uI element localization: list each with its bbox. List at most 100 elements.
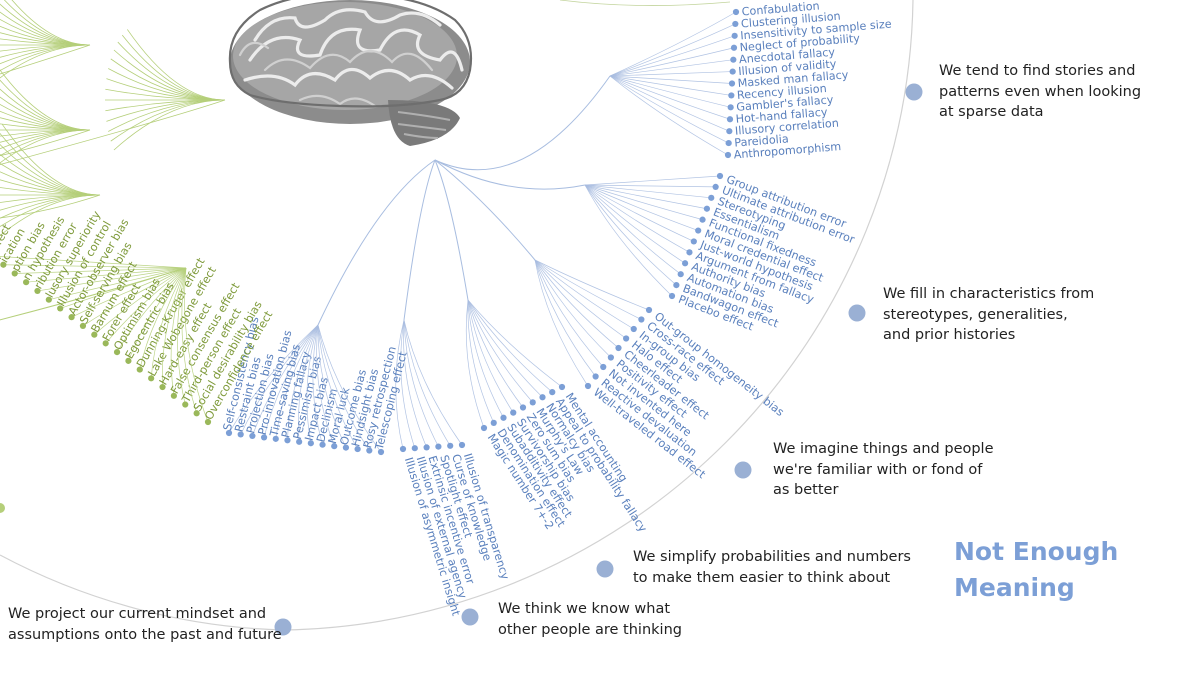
category-title: Not Enough Meaning bbox=[954, 534, 1118, 606]
bias-dot bbox=[170, 392, 177, 399]
fan-branch bbox=[467, 299, 543, 398]
fan-branch bbox=[94, 267, 187, 335]
fan-branch bbox=[306, 324, 319, 444]
bias-dot bbox=[726, 116, 734, 123]
bias-dot bbox=[204, 418, 212, 426]
fan-branch bbox=[312, 324, 323, 445]
note-line: We think we know what bbox=[498, 601, 671, 617]
fan-branch bbox=[263, 324, 319, 438]
fan-branch bbox=[37, 267, 187, 292]
fan-branch bbox=[177, 267, 187, 405]
bias-dot bbox=[411, 445, 418, 452]
note-others: We think we know what other people are t… bbox=[498, 599, 682, 640]
fan-branch bbox=[48, 267, 187, 301]
bias-dot bbox=[284, 437, 291, 444]
green-branch bbox=[110, 58, 226, 101]
bias-dot bbox=[102, 340, 109, 347]
bias-dot bbox=[600, 363, 607, 371]
fan-branch bbox=[609, 75, 731, 120]
green-branch bbox=[0, 79, 91, 131]
bias-dot bbox=[319, 441, 326, 448]
green-branch bbox=[0, 44, 91, 72]
note-line: We simplify probabilities and numbers bbox=[633, 549, 911, 565]
bias-dot bbox=[23, 279, 30, 286]
note-line: We fill in characteristics from bbox=[883, 286, 1095, 302]
node-others bbox=[461, 608, 479, 626]
note-line: assumptions onto the past and future bbox=[8, 626, 282, 643]
green-branch bbox=[0, 194, 101, 237]
bias-dot bbox=[724, 151, 732, 159]
fan-branch bbox=[3, 264, 187, 269]
node-green-partial bbox=[0, 503, 5, 513]
bias-dot bbox=[125, 357, 132, 364]
bias-dot bbox=[708, 194, 715, 201]
fan-branch bbox=[534, 259, 604, 368]
green-trunk bbox=[0, 44, 91, 75]
bias-dot bbox=[549, 389, 556, 396]
fan-branch bbox=[71, 267, 187, 318]
fan-branch bbox=[584, 184, 681, 275]
bias-dot bbox=[307, 440, 314, 447]
fan-branch bbox=[298, 324, 319, 442]
bias-dot bbox=[529, 399, 536, 406]
fan-branch bbox=[128, 267, 187, 361]
fan-branch bbox=[317, 324, 370, 451]
fan-branch bbox=[467, 299, 495, 424]
fan-branch bbox=[609, 75, 732, 96]
fan-branch bbox=[317, 324, 358, 450]
bias-dot bbox=[68, 314, 75, 321]
fan-branch bbox=[609, 75, 731, 108]
bias-dot bbox=[727, 104, 734, 111]
bias-dot bbox=[399, 445, 407, 453]
category-title-line1: Not Enough bbox=[954, 537, 1119, 566]
fan-branch bbox=[467, 299, 563, 388]
bias-dot bbox=[732, 20, 739, 28]
fan-branch bbox=[609, 75, 729, 144]
bias-dot bbox=[519, 404, 527, 411]
bias-dot bbox=[558, 383, 566, 391]
fan-branch bbox=[584, 184, 707, 210]
bias-dot bbox=[732, 8, 740, 16]
bias-dot bbox=[673, 281, 680, 289]
bias-dot bbox=[623, 335, 630, 342]
bias-dot bbox=[638, 316, 645, 323]
fan-trunk bbox=[434, 159, 536, 261]
fan-branch bbox=[609, 23, 736, 77]
fan-branch bbox=[14, 267, 187, 274]
bias-dot bbox=[681, 260, 689, 267]
bias-dot bbox=[686, 249, 693, 256]
outer-circle-arc-left bbox=[0, 554, 284, 631]
bias-dot bbox=[458, 441, 466, 449]
bias-dot bbox=[435, 443, 442, 450]
bias-dot bbox=[731, 32, 738, 39]
fan-branch bbox=[400, 319, 416, 449]
bias-dot bbox=[159, 383, 166, 391]
fan-branch bbox=[584, 175, 721, 186]
fan-branch bbox=[534, 259, 596, 377]
green-trunk bbox=[0, 129, 91, 157]
bias-dot bbox=[645, 306, 653, 314]
bias-dot bbox=[148, 375, 155, 382]
bias-dot bbox=[57, 305, 64, 312]
fan-branch bbox=[584, 184, 690, 253]
bias-dot bbox=[225, 429, 233, 437]
fan-trunk bbox=[434, 159, 469, 301]
fan-trunk bbox=[403, 159, 436, 321]
bias-dot bbox=[272, 435, 279, 442]
fan-branch bbox=[534, 259, 589, 387]
fan-branch bbox=[403, 319, 463, 446]
bias-dot bbox=[510, 409, 517, 416]
green-trunk bbox=[0, 194, 101, 219]
bias-dot bbox=[11, 270, 18, 277]
fan-branch bbox=[534, 259, 619, 349]
bias-dot bbox=[193, 410, 200, 417]
fan-branch bbox=[534, 259, 634, 330]
bias-dot bbox=[331, 443, 338, 450]
green-branch bbox=[108, 99, 226, 132]
green-branch bbox=[0, 44, 91, 79]
green-branch bbox=[108, 68, 226, 101]
bias-dot bbox=[296, 438, 303, 445]
fan-branch bbox=[584, 184, 673, 297]
bias-dot bbox=[0, 261, 7, 268]
